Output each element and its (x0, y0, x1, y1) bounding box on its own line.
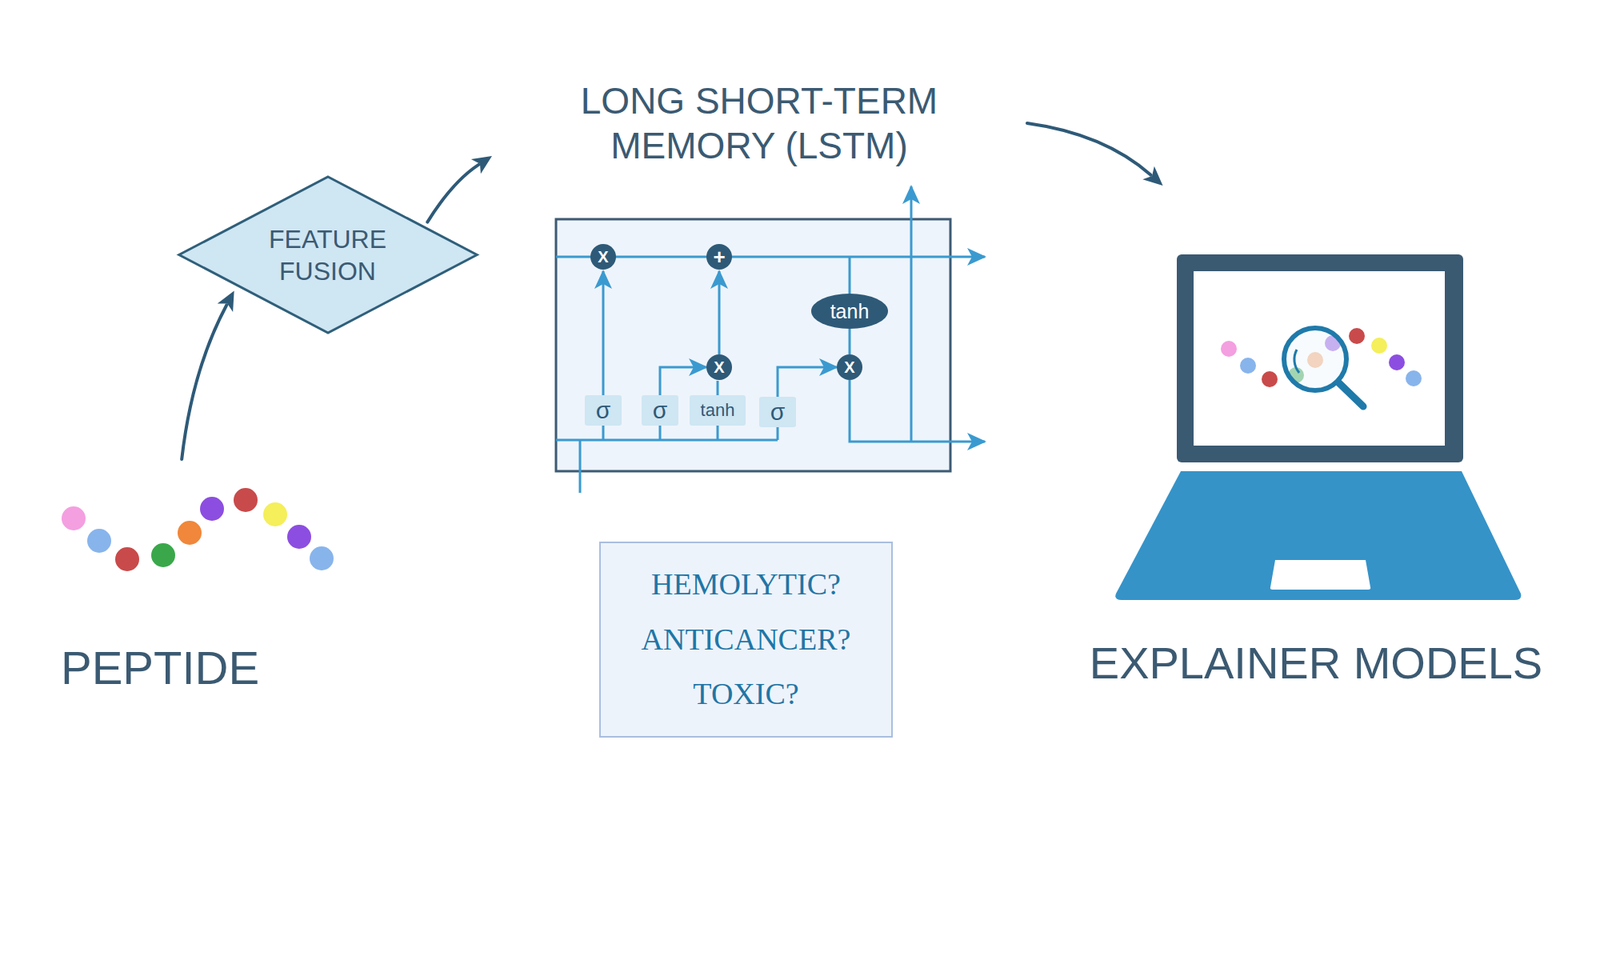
gate-symbol: tanh (700, 401, 736, 420)
label-holder: tanh (700, 401, 736, 420)
flow-arrow (1027, 123, 1164, 186)
residue-dot (177, 520, 202, 545)
operator-symbol: X (844, 359, 855, 376)
forget-line (602, 271, 605, 396)
arrow-line (1027, 123, 1152, 176)
gate-box (584, 395, 622, 426)
arrowhead (217, 291, 235, 312)
label-holder: + (712, 246, 725, 268)
label-holder: σ (770, 400, 786, 424)
arrowhead (471, 156, 492, 174)
question-text: TOXIC? (692, 676, 799, 713)
hidden-line (849, 380, 985, 442)
gate-symbol: σ (596, 398, 612, 423)
output-gate-line (777, 367, 837, 397)
residue-dot (61, 506, 86, 531)
label-holder: σ (596, 398, 612, 423)
gate-branch (603, 425, 778, 440)
diamond-text: FEATURE FUSION (248, 223, 408, 288)
input-gate-line (660, 367, 707, 396)
operator-circle (706, 354, 732, 380)
gate-bus (556, 439, 778, 442)
input-line (579, 440, 582, 493)
residue-dot (233, 488, 258, 512)
update-line (718, 271, 721, 355)
diamond-outline (178, 176, 476, 333)
residue-dot (287, 524, 312, 549)
residue-dot (1388, 354, 1405, 371)
question-text: ANTICANCER? (641, 621, 852, 659)
residue-dot (1348, 328, 1365, 344)
residue-dot (1240, 357, 1256, 374)
residue-dot (1371, 337, 1388, 354)
laptop (1115, 254, 1521, 600)
operator-circle (706, 244, 732, 270)
output-line (910, 186, 913, 442)
operator-circle (836, 354, 863, 380)
node-title: PEPTIDE (60, 640, 260, 696)
laptop-screen-frame (1176, 254, 1464, 463)
activation-label: tanh (830, 301, 870, 322)
operator-circle (590, 244, 616, 270)
touchpad (1270, 560, 1371, 590)
cell-wires (556, 186, 985, 493)
gate-box (641, 395, 679, 426)
laptop-screen (1193, 271, 1445, 446)
residue-dot (1261, 371, 1278, 388)
label-holder: tanh (830, 301, 870, 322)
label-holder: σ (652, 398, 668, 423)
peptide-chain (61, 488, 334, 572)
lstm-cell (556, 186, 985, 493)
residue-dot (200, 496, 224, 521)
operator-symbol: + (712, 246, 725, 268)
node-title: EXPLAINER MODELS (1089, 636, 1543, 690)
arrow-line (181, 304, 227, 460)
label-holder: X (713, 359, 724, 376)
flow-arrow (181, 291, 234, 460)
residue-dot (151, 543, 176, 568)
tanh-ellipse (811, 293, 888, 329)
residue-dot (263, 502, 288, 527)
laptop-base (1115, 471, 1521, 600)
residue-dot (309, 546, 334, 571)
decision-diamond: FEATURE FUSION (176, 175, 480, 335)
diamond-shape (176, 175, 480, 335)
candidate-line (716, 380, 720, 396)
flow-arrow (427, 156, 492, 223)
label-holder: X (597, 248, 608, 265)
gate-symbol: σ (770, 400, 786, 424)
gate-box (759, 396, 796, 428)
residue-dot (1220, 340, 1237, 357)
peptide-node: PEPTIDE (48, 464, 344, 704)
lens-glint (1294, 349, 1300, 373)
label-holder: X (844, 359, 855, 376)
residue-dot (115, 547, 140, 572)
gate-box (689, 395, 746, 426)
question-text: HEMOLYTIC? (651, 566, 841, 604)
gate-symbol: σ (652, 398, 668, 423)
residue-dot (1405, 370, 1422, 387)
arrowhead (1142, 166, 1163, 186)
magnifier-handle (1338, 382, 1364, 407)
explainer-node: EXPLAINER MODELS (1073, 188, 1559, 696)
operator-symbol: X (597, 248, 608, 265)
cell-state-line (556, 256, 985, 259)
node-title: LONG SHORT-TERM MEMORY (LSTM) (559, 78, 960, 168)
question-box: HEMOLYTIC? ANTICANCER? TOXIC? (599, 541, 893, 738)
residue-dot (87, 528, 112, 553)
operator-symbol: X (713, 359, 724, 376)
arrow-line (427, 164, 479, 223)
model-node: LONG SHORT-TERM MEMORY (LSTM) (496, 72, 1023, 500)
